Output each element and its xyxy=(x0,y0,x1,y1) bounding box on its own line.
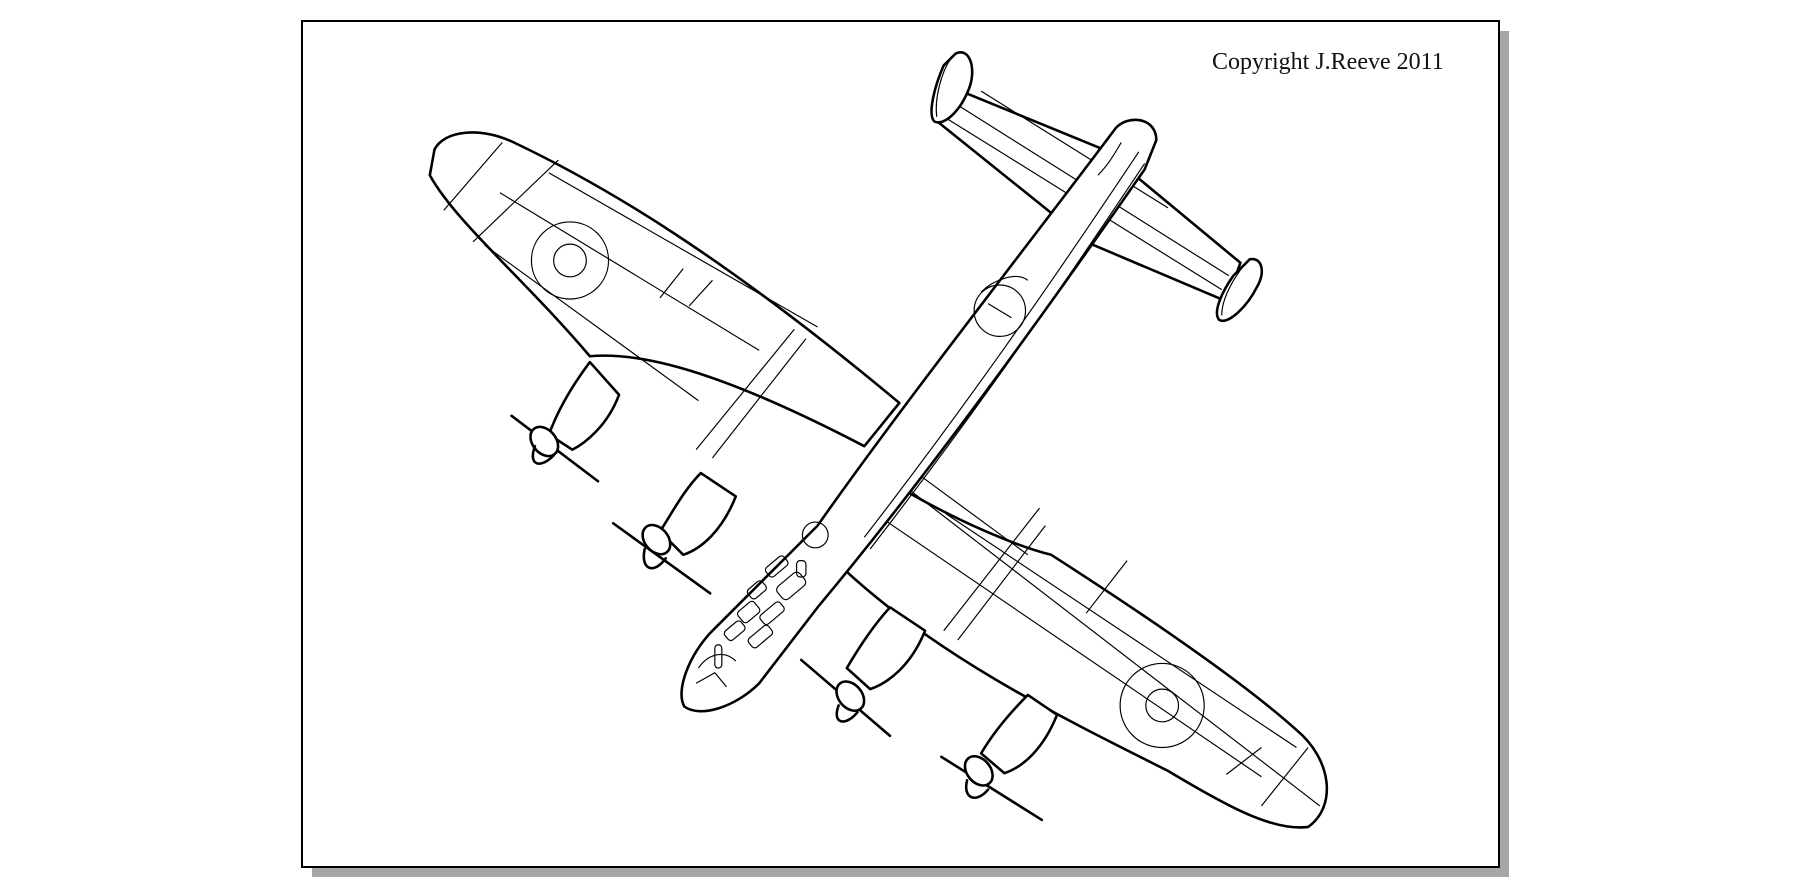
engine-1 xyxy=(510,360,621,483)
left-wing xyxy=(428,131,901,459)
engine-4 xyxy=(940,693,1059,822)
copyright-label: Copyright J.Reeve 2011 xyxy=(1212,49,1444,75)
engine-2 xyxy=(611,471,738,595)
engine-3 xyxy=(799,606,927,738)
cockpit-glazing xyxy=(695,555,807,688)
fuselage xyxy=(680,118,1158,713)
